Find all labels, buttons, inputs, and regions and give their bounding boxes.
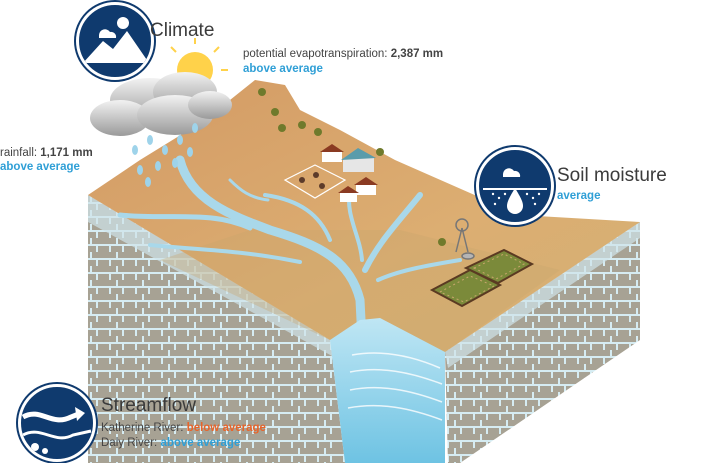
soil-moisture-icon (483, 168, 547, 214)
evapotranspiration-status: above average (243, 63, 323, 75)
river-network (117, 155, 462, 345)
land-surface (88, 80, 640, 352)
katherine-river-status: below average (186, 422, 266, 434)
right-rock-face (445, 222, 640, 463)
rainfall-label: rainfall: (0, 147, 38, 159)
katherine-river-label: Katherine River: (101, 422, 184, 434)
soil-moisture-heading: Soil moisture (557, 165, 667, 186)
daly-river-label: Daly River: (101, 437, 158, 449)
farm-buildings (283, 144, 378, 202)
crop-fields (429, 248, 535, 308)
streamflow-icon (21, 407, 92, 454)
trees (258, 88, 446, 246)
streamflow-badge (18, 384, 96, 462)
raindrops (132, 123, 198, 187)
rainfall-value: 1,171 mm (40, 147, 93, 159)
streamflow-heading: Streamflow (101, 395, 197, 416)
evapotranspiration-label: potential evapotranspiration: (243, 48, 388, 60)
climate-icon (83, 17, 149, 63)
rainfall-info: rainfall: 1,171 mm (0, 146, 93, 160)
katherine-river-info: Katherine River: below average (101, 421, 266, 435)
climate-badge (76, 2, 154, 80)
windmill (455, 218, 475, 260)
daly-river-status: above average (160, 437, 241, 449)
soil-moisture-status: average (557, 190, 601, 202)
left-rock-face (88, 195, 345, 463)
climate-heading: Climate (150, 20, 215, 41)
evapotranspiration-value: 2,387 mm (390, 48, 444, 60)
rainfall-status: above average (0, 161, 80, 173)
evapotranspiration-info: potential evapotranspiration: 2,387 mm (243, 47, 443, 61)
daly-river-info: Daly River: above average (101, 436, 240, 450)
soil-moisture-badge (476, 147, 554, 225)
